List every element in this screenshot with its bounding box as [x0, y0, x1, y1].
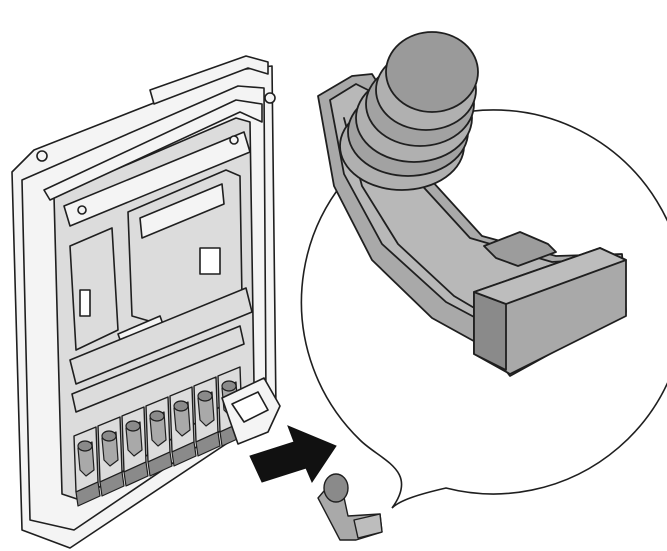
module-chip — [199, 247, 221, 275]
gland-module-tab — [171, 441, 197, 467]
gland-module-nut — [221, 380, 237, 392]
gland-module-nut — [101, 430, 117, 442]
small-gland-dome — [323, 473, 349, 503]
cable-gland-insert — [317, 473, 383, 541]
gland-module-nut — [125, 420, 141, 432]
open-gland-slot-inner — [231, 391, 269, 423]
gland-module-tab — [147, 451, 173, 477]
insertion-arrow — [249, 425, 337, 484]
housing-cross-bar — [63, 131, 251, 227]
gland-module-tab — [99, 471, 125, 497]
screw-top-left — [36, 150, 48, 162]
gland-module-tab — [75, 481, 101, 507]
gland-module — [73, 426, 101, 507]
terminal-rail — [69, 287, 253, 385]
gland-module-tab — [123, 461, 149, 487]
detail-end-block-top — [473, 247, 627, 305]
gland-module — [97, 416, 125, 497]
open-enclosure-housing — [11, 55, 281, 549]
terminal-rail-lower — [71, 325, 245, 413]
gland-module-row — [73, 366, 245, 507]
screw-top-right — [264, 92, 276, 104]
gland-module-nut — [149, 410, 165, 422]
gland-module — [193, 376, 221, 457]
screw-cross-left — [77, 205, 87, 215]
screw-cross-right — [229, 135, 239, 145]
small-gland-tab — [353, 513, 383, 539]
housing-hinge-bar — [149, 55, 269, 105]
gland-module-nut — [197, 390, 213, 402]
enlarged-gland-detail — [317, 31, 627, 377]
left-bracket-slot — [79, 289, 91, 317]
gland-module — [121, 406, 149, 487]
detail-notch — [483, 231, 557, 267]
gland-module-nut — [77, 440, 93, 452]
gland-module-tab — [195, 431, 221, 457]
gland-module — [169, 386, 197, 467]
housing-top-rim — [43, 99, 263, 201]
internal-module-window — [139, 183, 225, 239]
gland-module-nut — [173, 400, 189, 412]
gland-module — [145, 396, 173, 477]
detail-cone-cap — [385, 31, 479, 113]
left-bracket — [69, 227, 119, 351]
